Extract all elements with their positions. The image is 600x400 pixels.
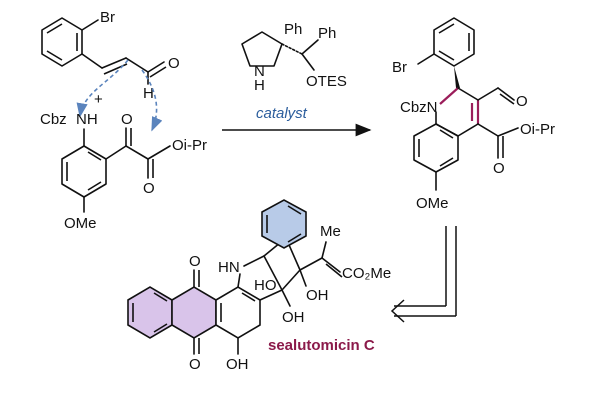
quinone-o-top-label: O — [189, 253, 201, 270]
anthraquinone-ring-middle — [171, 286, 217, 339]
methyl-me-label: Me — [320, 223, 341, 240]
product-ester-o-label: O — [493, 160, 505, 177]
plus-sign: + — [94, 91, 103, 108]
ketone-o-label: O — [121, 111, 133, 128]
cage-oh1-label: OH — [306, 287, 329, 304]
catalyst-ph1-label: Ph — [284, 21, 302, 38]
phenol-oh-label: OH — [226, 356, 249, 373]
ketoester-reactant: Cbz NH OMe O Oi-Pr O — [40, 111, 207, 232]
curved-arrow-aldol — [141, 69, 163, 132]
catalyst-label: catalyst — [256, 105, 308, 122]
ester-o-label: O — [143, 180, 155, 197]
natural-product-name: sealutomicin C — [268, 337, 375, 354]
amine-hn-label: HN — [218, 259, 240, 276]
product-cbzn-label: CbzN — [400, 99, 438, 116]
catalyst-otes-label: OTES — [306, 73, 347, 90]
sealutomicin-c-structure: O O OH HN HO OH OH Me CO₂Me — [127, 199, 391, 373]
aldehyde-h-label: H — [143, 85, 154, 102]
ester-co2me-label: CO₂Me — [342, 265, 391, 282]
nh-label: NH — [76, 111, 98, 128]
product-oipr-label: Oi-Pr — [520, 121, 555, 138]
anthraquinone-ring-left — [127, 286, 173, 339]
product-ome-label: OMe — [416, 195, 449, 212]
catalyst-n-label: N — [254, 63, 265, 80]
cage-oh2-label: OH — [282, 309, 305, 326]
cbz-label: Cbz — [40, 111, 67, 128]
catalyst-structure: N H Ph Ph OTES — [241, 21, 347, 94]
quinone-o-bottom-label: O — [189, 356, 201, 373]
product-wedge-bond — [454, 66, 460, 88]
anthraquinone-ring-right — [215, 286, 261, 339]
catalyst-ph2-label: Ph — [318, 25, 336, 42]
curved-arrow-aza-michael — [76, 59, 129, 118]
aldehyde-o-label: O — [168, 55, 180, 72]
ketoester-oipr-label: Oi-Pr — [172, 137, 207, 154]
product-aldehyde-o-label: O — [516, 93, 528, 110]
retrosynthetic-arrow — [390, 226, 457, 323]
ketoester-ome-label: OMe — [64, 215, 97, 232]
benzene-ring-highlight — [261, 199, 307, 249]
aldehyde-reactant: Br O H — [41, 9, 180, 102]
catalyst-h-label: H — [254, 77, 265, 94]
aldehyde-br-label: Br — [100, 9, 115, 26]
product-br-label: Br — [392, 59, 407, 76]
cage-ho-label: HO — [254, 277, 277, 294]
dihydroquinoline-product: Br CbzN OMe O Oi-Pr O — [392, 17, 555, 212]
